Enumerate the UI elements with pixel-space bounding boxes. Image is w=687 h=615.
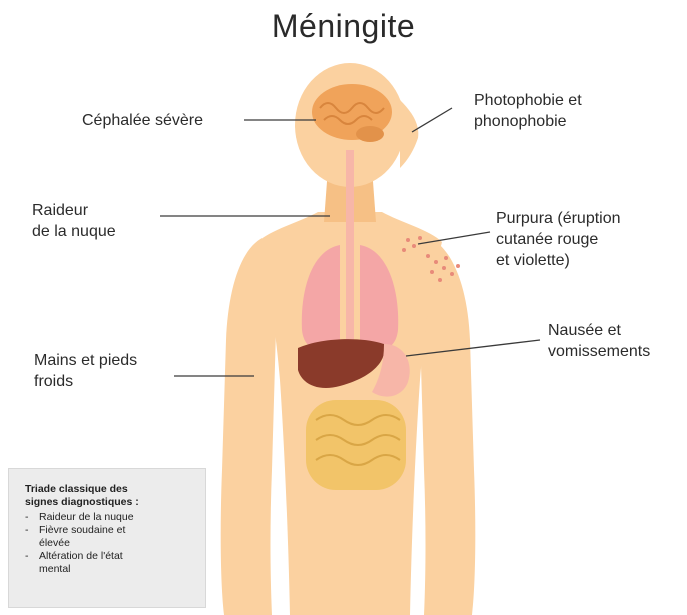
- legend-title-line-2: signes diagnostiques :: [25, 496, 195, 509]
- legend-item-3-line-1: Altération de l'état: [39, 550, 195, 563]
- label-purpura-line-1: Purpura (éruption: [496, 208, 621, 229]
- label-photophobia: Photophobie et phonophobie: [474, 90, 582, 132]
- label-cold-limbs-line-1: Mains et pieds: [34, 350, 137, 371]
- label-stiff-neck-line-1: Raideur: [32, 200, 116, 221]
- legend-item: Altération de l'état mental: [25, 550, 195, 576]
- label-headache-line-1: Céphalée sévère: [82, 110, 203, 131]
- label-stiff-neck-line-2: de la nuque: [32, 221, 116, 242]
- legend-item-2-line-2: élevée: [39, 537, 195, 550]
- legend-item: Raideur de la nuque: [25, 511, 195, 524]
- label-photophobia-line-1: Photophobie et: [474, 90, 582, 111]
- label-nausea: Nausée et vomissements: [548, 320, 650, 362]
- label-purpura-line-2: cutanée rouge: [496, 229, 621, 250]
- label-headache: Céphalée sévère: [82, 110, 203, 131]
- left-arm: [221, 238, 276, 615]
- label-stiff-neck: Raideur de la nuque: [32, 200, 116, 242]
- legend-item-1-line-1: Raideur de la nuque: [39, 511, 195, 524]
- label-nausea-line-1: Nausée et: [548, 320, 650, 341]
- intestines: [306, 400, 406, 490]
- legend-title-line-1: Triade classique des: [25, 483, 195, 496]
- face-profile: [400, 100, 418, 168]
- page-title: Méningite: [0, 8, 687, 45]
- label-cold-limbs: Mains et pieds froids: [34, 350, 137, 392]
- diagnostic-triad-legend: Triade classique des signes diagnostique…: [8, 468, 206, 608]
- label-purpura-line-3: et violette): [496, 250, 621, 271]
- label-photophobia-line-2: phonophobie: [474, 111, 582, 132]
- legend-list: Raideur de la nuque Fièvre soudaine et é…: [25, 511, 195, 576]
- label-purpura: Purpura (éruption cutanée rouge et viole…: [496, 208, 621, 271]
- legend-item: Fièvre soudaine et élevée: [25, 524, 195, 550]
- legend-item-3-line-2: mental: [39, 563, 195, 576]
- legend-item-2-line-1: Fièvre soudaine et: [39, 524, 195, 537]
- legend-title: Triade classique des signes diagnostique…: [25, 483, 195, 509]
- label-cold-limbs-line-2: froids: [34, 371, 137, 392]
- label-nausea-line-2: vomissements: [548, 341, 650, 362]
- leader-photophobia: [412, 108, 452, 132]
- spinal-cord: [346, 150, 354, 370]
